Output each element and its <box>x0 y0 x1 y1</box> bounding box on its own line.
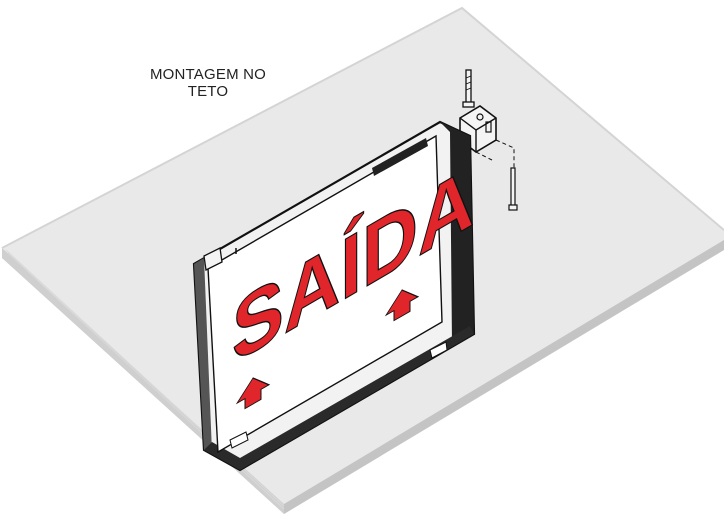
caption-line-1: MONTAGEM NO <box>149 66 267 83</box>
screw-icon <box>462 69 475 108</box>
caption-line-2: TETO <box>187 83 229 100</box>
mounting-caption: MONTAGEM NO TETO <box>118 66 298 100</box>
arrow-up-icon <box>235 377 271 410</box>
arrow-up-icon <box>384 289 420 322</box>
guide-lines <box>475 139 515 168</box>
screw-icon <box>508 167 518 211</box>
